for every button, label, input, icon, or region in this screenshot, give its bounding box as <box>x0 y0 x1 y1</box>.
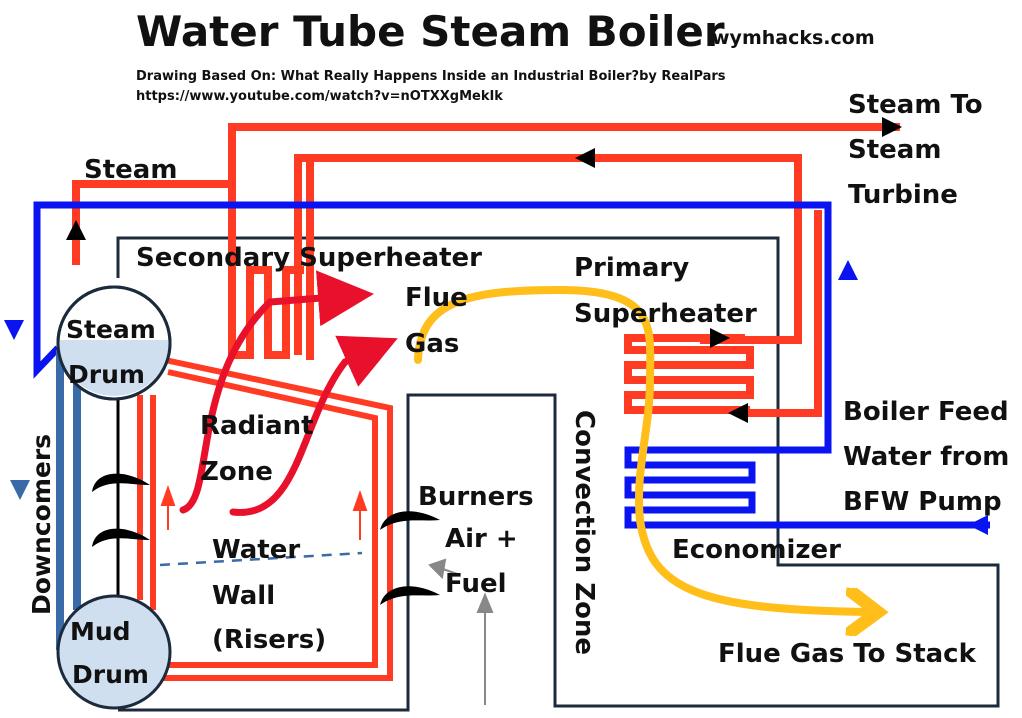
label-zone: Zone <box>200 457 273 487</box>
steam-drum <box>56 285 172 401</box>
site-name: wymhacks.com <box>712 27 875 49</box>
label-water: Water <box>212 535 300 565</box>
water-wall-dashed-arrow <box>159 551 363 567</box>
label-radiant: Radiant <box>200 411 314 441</box>
label-steam-drum-2: Drum <box>68 360 145 389</box>
label-primary-superheater: Primary <box>574 253 689 283</box>
svg-text:Steam To: Steam To <box>848 90 983 120</box>
label-steam: Steam <box>84 155 177 185</box>
label-steam-drum: Steam <box>66 315 156 344</box>
label-risers: (Risers) <box>212 625 326 655</box>
label-wall: Wall <box>212 581 275 611</box>
feed-water-line <box>33 201 990 529</box>
flue-gas-red <box>179 270 398 516</box>
source-url: https://www.youtube.com/watch?v=nOTXXgMe… <box>136 89 503 104</box>
label-secondary-superheater: Secondary Superheater <box>136 243 482 273</box>
label-boiler-feed-2: Water from <box>843 442 1009 472</box>
flow-arrow-icon <box>66 117 902 423</box>
downcomer-arrow-icon <box>10 480 30 500</box>
primary-superheater <box>624 334 754 414</box>
subtitle: Drawing Based On: What Really Happens In… <box>136 69 726 84</box>
label-mud-drum: Mud <box>70 617 131 646</box>
label-primary-superheater-2: Superheater <box>574 299 757 329</box>
label-downcomers: Downcomers <box>27 434 56 615</box>
label-fuel: Fuel <box>445 569 507 599</box>
mud-drum <box>56 594 172 710</box>
label-flue: Flue <box>405 283 468 313</box>
feed-arrows <box>4 260 988 535</box>
label-convection-zone: Convection Zone <box>569 410 599 655</box>
risers <box>137 357 393 681</box>
furnace-wall <box>116 236 1000 712</box>
svg-text:Steam: Steam <box>848 135 941 165</box>
label-flue-gas-stack: Flue Gas To Stack <box>718 639 977 669</box>
flue-gas-yellow <box>414 285 870 612</box>
label-boiler-feed-3: BFW Pump <box>843 487 1002 517</box>
air-fuel-arrows <box>428 558 494 705</box>
label-mud-drum-2: Drum <box>72 660 149 689</box>
label-gas: Gas <box>405 329 459 359</box>
riser-arrows <box>160 484 368 540</box>
downcomers <box>56 350 81 650</box>
label-economizer: Economizer <box>672 535 841 565</box>
label-steam-to-turbine: Steam To Steam Turbine <box>848 90 983 210</box>
steam-line <box>72 123 900 417</box>
flame-icon <box>92 473 440 605</box>
svg-text:Turbine: Turbine <box>848 180 958 210</box>
label-burners: Burners <box>418 482 534 512</box>
label-air: Air + <box>445 524 518 554</box>
page-title: Water Tube Steam Boiler <box>136 7 725 56</box>
label-boiler-feed: Boiler Feed <box>843 397 1009 427</box>
